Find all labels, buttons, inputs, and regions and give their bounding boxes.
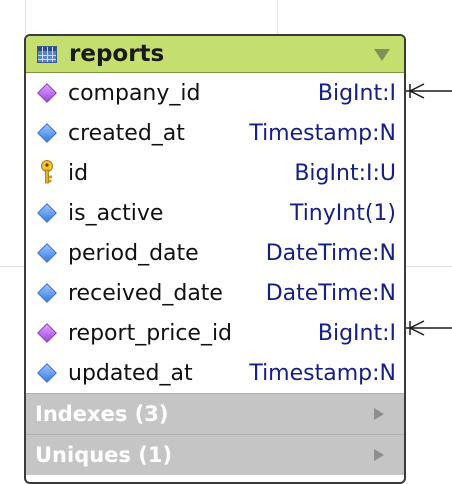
blue-diamond-icon [26,283,68,303]
field-name: updated_at [68,360,193,386]
field-type: DateTime:N [265,280,396,306]
expand-arrow-icon[interactable] [374,408,384,420]
key-icon [26,160,68,186]
section-label: Indexes (3) [35,402,169,426]
field-list: company_id BigInt:I created_at Timestamp… [26,73,404,393]
field-row[interactable]: is_active TinyInt(1) [26,193,404,233]
blue-diamond-icon [26,363,68,383]
field-row[interactable]: period_date DateTime:N [26,233,404,273]
field-row[interactable]: received_date DateTime:N [26,273,404,313]
field-row[interactable]: updated_at Timestamp:N [26,353,404,393]
field-type: Timestamp:N [249,120,396,146]
field-type: BigInt:I [317,320,396,346]
expand-arrow-icon[interactable] [374,449,384,461]
field-row[interactable]: report_price_id BigInt:I [26,313,404,353]
field-row[interactable]: created_at Timestamp:N [26,113,404,153]
entity-title: reports [69,41,165,67]
field-name: report_price_id [68,320,233,346]
field-name: is_active [68,200,164,226]
table-icon [37,45,57,63]
field-row[interactable]: company_id BigInt:I [26,73,404,113]
field-name: received_date [68,280,223,306]
entity-header[interactable]: reports [26,36,404,73]
field-type: BigInt:I [317,80,396,106]
field-type: DateTime:N [265,240,396,266]
purple-diamond-icon [26,323,68,343]
field-name: created_at [68,120,185,146]
section-label: Uniques (1) [35,443,173,467]
blue-diamond-icon [26,203,68,223]
entity-reports[interactable]: reports company_id BigInt:I created_at T… [24,34,406,484]
field-type: BigInt:I:U [294,160,396,186]
relationship-line-company[interactable] [406,83,452,99]
blue-diamond-icon [26,123,68,143]
field-name: company_id [68,80,201,106]
field-name: period_date [68,240,199,266]
field-type: TinyInt(1) [289,200,396,226]
field-type: Timestamp:N [249,360,396,386]
collapse-triangle-icon[interactable] [374,49,390,61]
indexes-section[interactable]: Indexes (3) [26,393,404,434]
field-row[interactable]: id BigInt:I:U [26,153,404,193]
field-name: id [68,160,89,186]
relationship-line-report-price[interactable] [406,320,452,336]
uniques-section[interactable]: Uniques (1) [26,434,404,475]
purple-diamond-icon [26,83,68,103]
blue-diamond-icon [26,243,68,263]
